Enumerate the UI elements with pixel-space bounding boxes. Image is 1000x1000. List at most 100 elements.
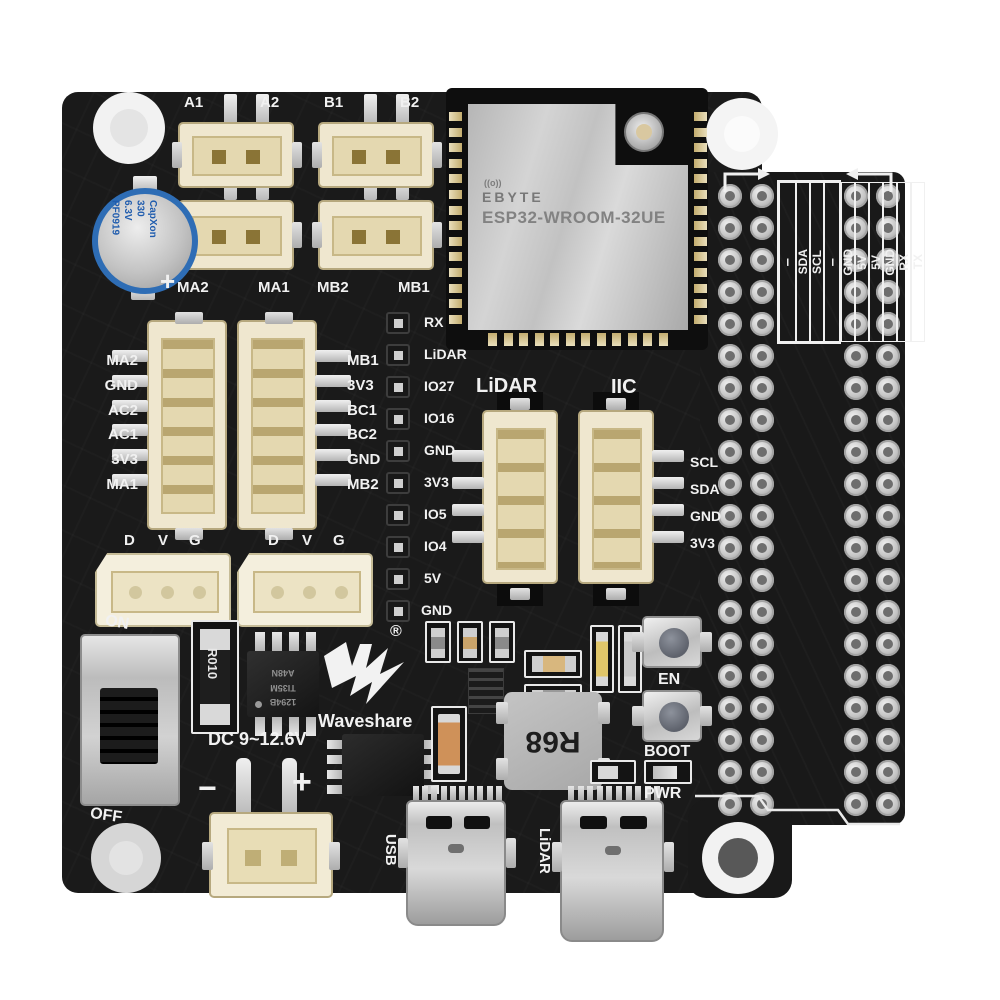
- connector-recess: [111, 571, 219, 613]
- gpio-pad-hole: [883, 575, 893, 585]
- breakout-pad-center: [394, 447, 403, 456]
- gpio-cell: SCL: [810, 182, 824, 342]
- solder-tab: [606, 588, 626, 600]
- breakout-pad-center: [394, 415, 403, 424]
- gpio-pad-hole: [725, 415, 735, 425]
- button-plunger: [659, 702, 689, 732]
- esp32-edge-pad: [694, 268, 707, 277]
- usbc-pin: [616, 786, 622, 804]
- port-label-mb1: MB1: [398, 279, 430, 296]
- connector-recess: [161, 338, 215, 514]
- boot-button: [642, 690, 702, 742]
- connector-pin: [236, 758, 251, 816]
- usbc-pin: [644, 786, 651, 804]
- status-led: [590, 760, 636, 784]
- ic-lead: [255, 714, 265, 736]
- gpio-pad-hole: [757, 607, 767, 617]
- gpio-pad-hole: [851, 575, 861, 585]
- gpio-pad-hole: [725, 319, 735, 329]
- gpio-pad-hole: [851, 543, 861, 553]
- minus-mark: −: [198, 770, 217, 806]
- solder-tab: [432, 142, 442, 168]
- gpio-pad-hole: [851, 223, 861, 233]
- gpio-pad-hole: [883, 767, 893, 777]
- usb-c-port-usb: [398, 800, 516, 926]
- gpio-cell: GND: [841, 182, 855, 342]
- connector-socket: [335, 586, 348, 599]
- gpio-pad-hole: [725, 447, 735, 457]
- servo-connector-right: [237, 553, 373, 627]
- iic-pin-label: 3V3: [690, 535, 715, 551]
- gpio-pad-hole: [851, 351, 861, 361]
- pin-label: 5V: [424, 570, 442, 586]
- gpio-pad-hole: [725, 223, 735, 233]
- gpio-pad-hole: [851, 479, 861, 489]
- dc-input-label: DC 9~12.6V: [208, 729, 307, 749]
- gpio-cell-text: –: [779, 257, 796, 267]
- gpio-pad-hole: [883, 223, 893, 233]
- ic-lead: [289, 714, 299, 736]
- gpio-pad-hole: [851, 799, 861, 809]
- header-label: AC1: [107, 426, 138, 443]
- connector-pin: [282, 758, 297, 816]
- connector-recess: [253, 571, 361, 613]
- esp32-model: ESP32-WROOM-32UE: [482, 208, 666, 227]
- solder-tab: [506, 838, 516, 868]
- ic-lead: [422, 770, 439, 779]
- button-wing: [700, 706, 712, 726]
- gpio-pad-hole: [757, 671, 767, 681]
- gpio-pad-hole: [757, 415, 767, 425]
- mounting-hole-top-left-bore: [110, 109, 148, 147]
- dc-power-connector: [202, 812, 340, 898]
- solder-tab: [598, 702, 610, 724]
- servo-label-g: G: [189, 532, 201, 549]
- iic-title: IIC: [611, 376, 637, 398]
- iic-pin-label: GND: [690, 508, 722, 524]
- usb-c-port-lidar: [552, 800, 674, 942]
- gpio-pad-hole: [757, 639, 767, 649]
- ic-lead: [327, 755, 344, 764]
- brand-name: Waveshare: [318, 711, 413, 731]
- header-pin: [112, 399, 148, 412]
- connector-socket: [303, 586, 316, 599]
- connector-recess: [192, 216, 282, 256]
- esp32-edge-pad: [449, 252, 462, 262]
- gpio-pad-hole: [851, 703, 861, 713]
- switch-slider: [100, 688, 158, 764]
- pin-label: LiDAR: [424, 346, 467, 362]
- gpio-pad-hole: [757, 767, 767, 777]
- gpio-pad-hole: [851, 639, 861, 649]
- connector-pin: [224, 94, 237, 124]
- header-pin: [112, 449, 148, 462]
- solder-tab: [606, 398, 626, 410]
- gpio-pad-hole: [883, 639, 893, 649]
- pwr-led: [644, 760, 692, 784]
- port-label-b2: B2: [400, 94, 420, 111]
- connector-pin: [396, 94, 409, 124]
- gpio-pad-hole: [851, 671, 861, 681]
- lidar-connector: [482, 410, 558, 584]
- breakout-pad-center: [394, 575, 403, 584]
- pin-label: IO5: [424, 506, 447, 522]
- breakout-pad-center: [394, 511, 403, 520]
- gpio-pad-hole: [851, 511, 861, 521]
- header-pin: [315, 374, 351, 387]
- gpio-pad-hole: [725, 479, 735, 489]
- header-pin: [452, 531, 484, 543]
- connector-recess: [251, 338, 305, 514]
- gpio-cell-text: –: [824, 257, 841, 267]
- connector-socket: [161, 586, 174, 599]
- port-label-ma1: MA1: [258, 279, 290, 296]
- gpio-cell: –: [779, 182, 796, 342]
- motor-header-left: [147, 312, 227, 540]
- connector-contact: [212, 230, 226, 244]
- gpio-pad-hole: [725, 543, 735, 553]
- solder-tab: [202, 842, 213, 870]
- breakout-pad-center: [394, 607, 403, 616]
- ic-lead: [327, 770, 344, 779]
- solder-tab: [175, 312, 203, 324]
- gpio-pad-hole: [883, 351, 893, 361]
- header-label: BC2: [347, 426, 378, 443]
- usbc-pin: [495, 786, 502, 804]
- gpio-pad-hole: [851, 287, 861, 297]
